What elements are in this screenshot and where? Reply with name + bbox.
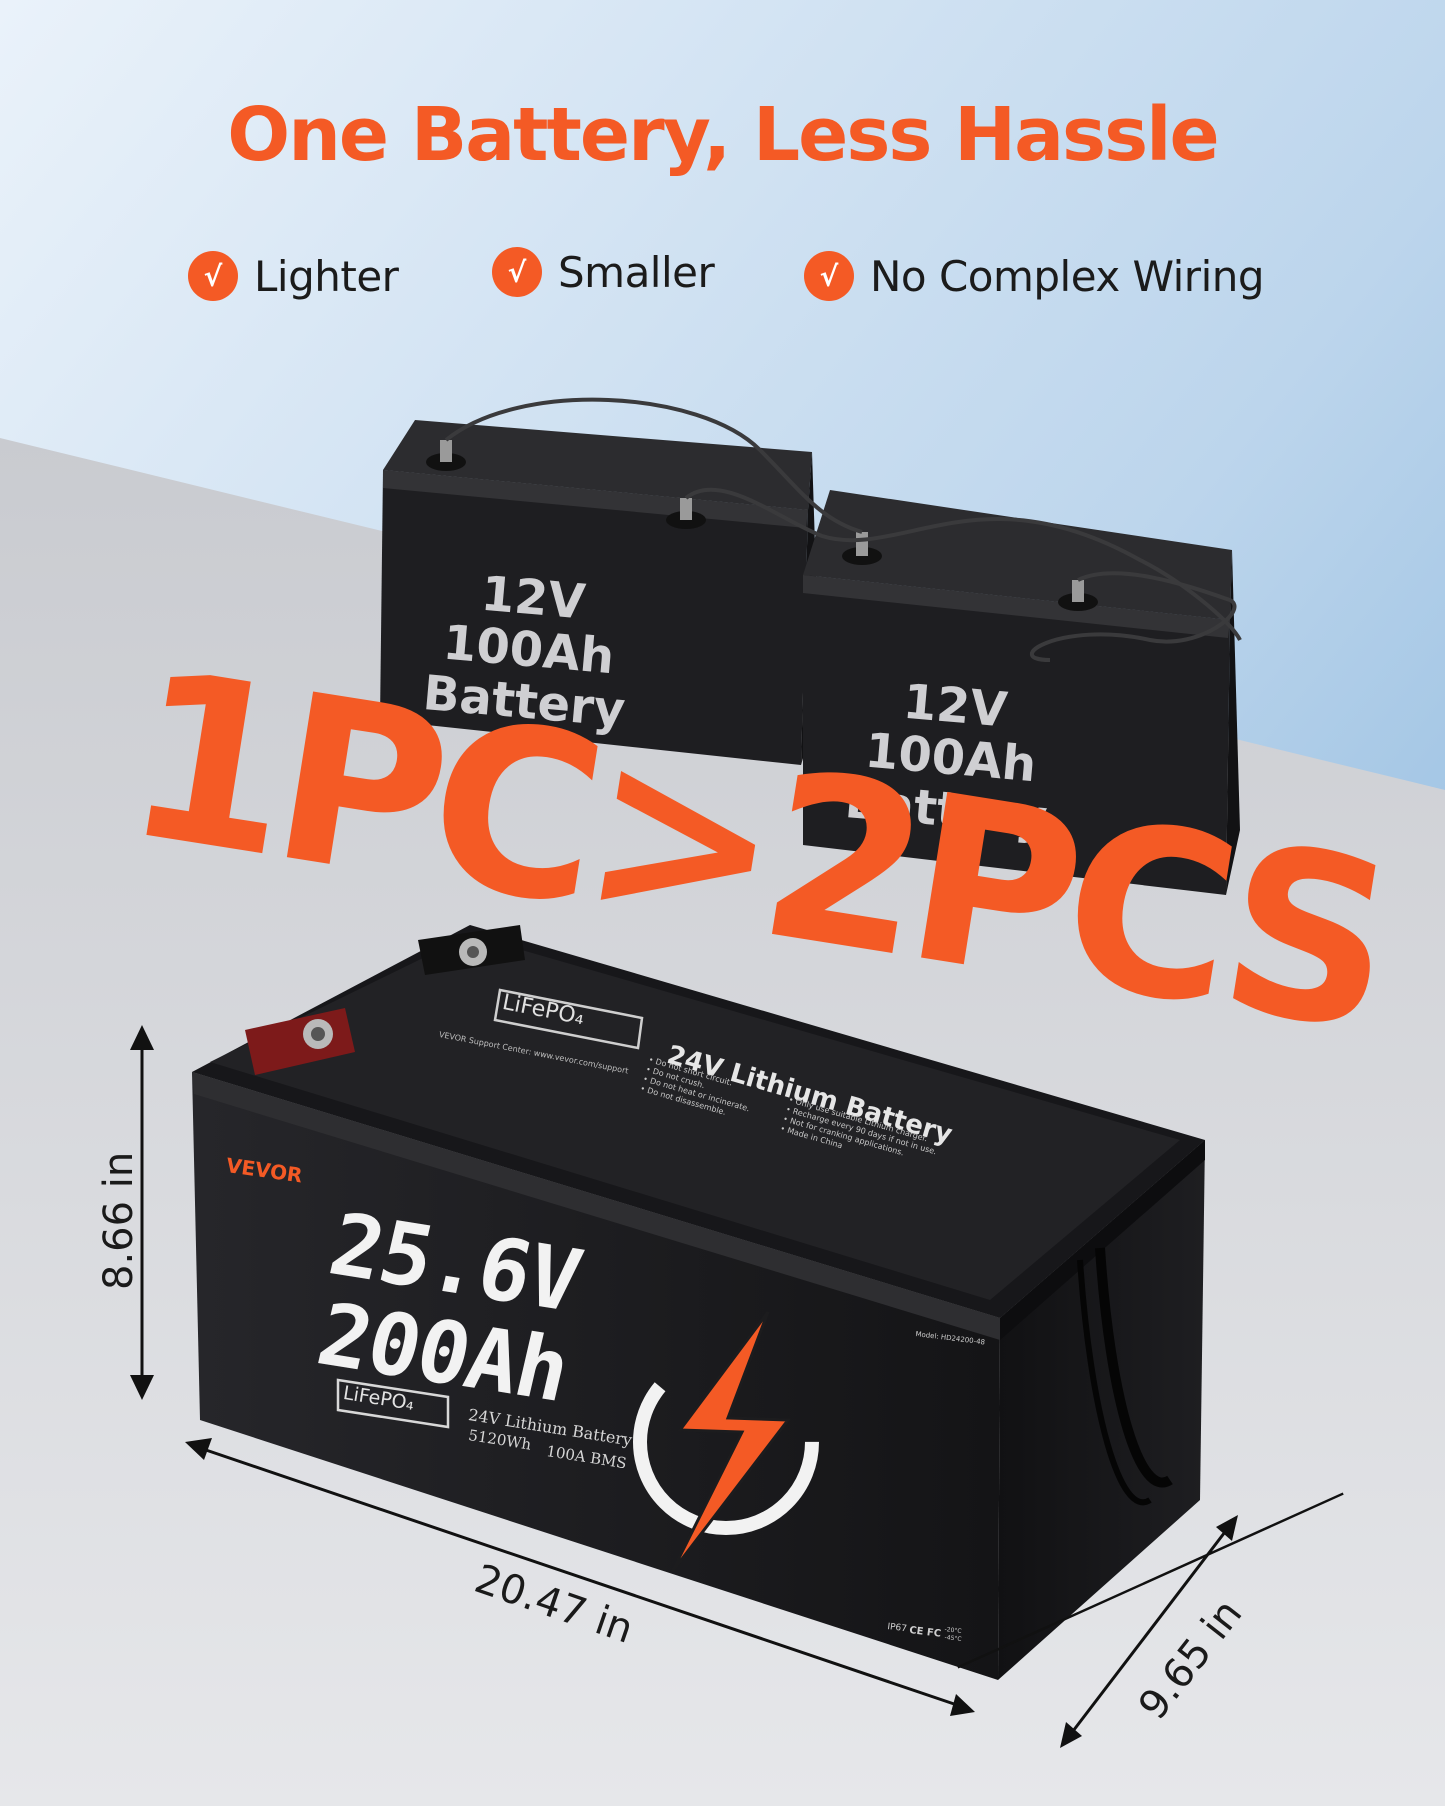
- width-arrow: [1060, 1515, 1238, 1748]
- headline: One Battery, Less Hassle: [227, 92, 1219, 178]
- small-battery-2: [803, 490, 1240, 895]
- feature-smaller: √ Smaller: [492, 244, 715, 300]
- check-icon: √: [804, 251, 854, 301]
- feature-label: Lighter: [254, 251, 399, 301]
- small-battery-1: [380, 420, 820, 765]
- connecting-cables: [444, 397, 1242, 662]
- feature-label: Smaller: [558, 247, 715, 297]
- feature-lighter: √ Lighter: [188, 248, 399, 304]
- dimension-arrows: [130, 1025, 1344, 1716]
- check-icon: √: [188, 251, 238, 301]
- check-icon: √: [492, 247, 542, 297]
- feature-no-complex-wiring: √ No Complex Wiring: [804, 248, 1265, 304]
- height-dimension-label: 8.66 in: [96, 1151, 142, 1290]
- feature-label: No Complex Wiring: [870, 251, 1265, 301]
- main-battery: [192, 925, 1205, 1680]
